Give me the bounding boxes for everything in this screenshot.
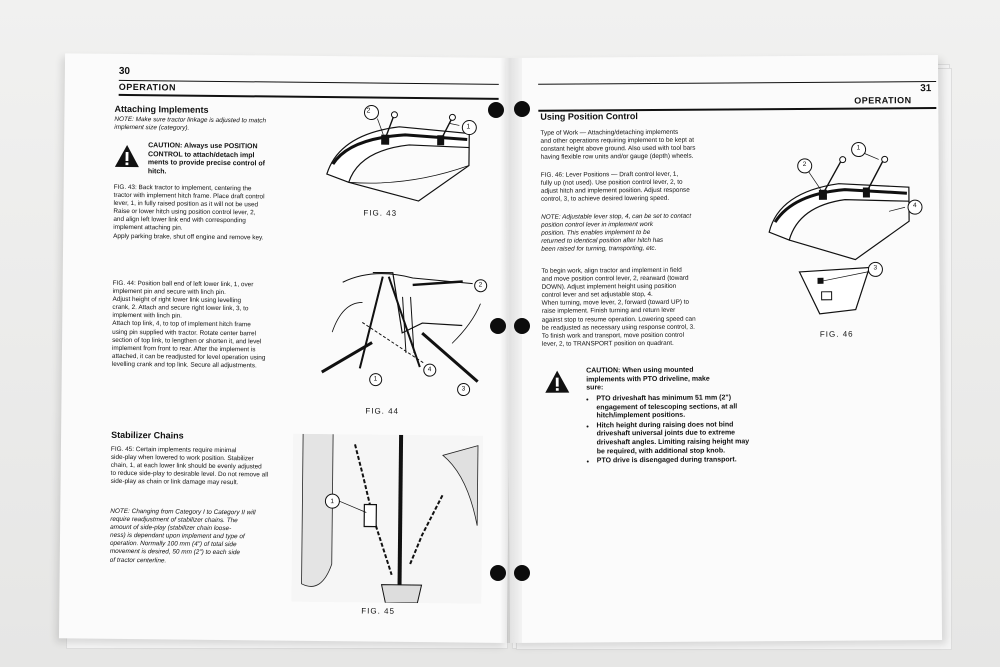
binding-hole bbox=[490, 318, 506, 334]
heading-using-position-control: Using Position Control bbox=[540, 111, 638, 122]
binding-hole bbox=[488, 102, 504, 118]
header-rule-thick bbox=[118, 93, 499, 100]
list-item: Hitch height during raising does not bin… bbox=[597, 421, 757, 456]
fig43-callout-1: 1 bbox=[466, 123, 471, 131]
list-item: PTO drive is disengaged during transport… bbox=[597, 456, 757, 466]
left-page: 30 OPERATION Attaching Implements NOTE: … bbox=[58, 53, 514, 643]
binding-hole bbox=[490, 565, 506, 581]
fig46-callout-3: 3 bbox=[873, 264, 878, 272]
fig44-callout-2: 2 bbox=[478, 281, 483, 289]
caution-position-control: CAUTION: Always use POSITION CONTROL to … bbox=[147, 142, 266, 176]
fig43-paragraph: FIG. 43: Back tractor to implement, cent… bbox=[113, 183, 265, 241]
fig44-caption: FIG. 44 bbox=[365, 406, 400, 416]
fig44-callout-1: 1 bbox=[373, 375, 378, 383]
caution-pto-driveline: CAUTION: When using mounted implements w… bbox=[586, 366, 710, 392]
heading-stabilizer-chains: Stabilizer Chains bbox=[111, 429, 184, 441]
stabilizer-note: NOTE: Changing from Category I to Catego… bbox=[109, 507, 256, 564]
binding-hole bbox=[514, 318, 530, 334]
type-of-work-paragraph: Type of Work — Attaching/detaching imple… bbox=[540, 128, 696, 162]
section-title: OPERATION bbox=[854, 95, 912, 106]
fig46-caption: FIG. 46 bbox=[819, 329, 854, 339]
fig43-illustration bbox=[326, 105, 477, 202]
begin-work-paragraph: To begin work, align tractor and impleme… bbox=[541, 266, 696, 348]
fig46-illustration bbox=[768, 142, 923, 315]
warning-triangle-icon bbox=[114, 144, 140, 173]
fig46-callout-4: 4 bbox=[912, 202, 917, 210]
page-number: 30 bbox=[118, 65, 131, 78]
heading-attaching-implements: Attaching Implements bbox=[114, 103, 209, 115]
fig45-caption: FIG. 45 bbox=[361, 606, 395, 616]
fig45-paragraph: FIG. 45: Certain implements require mini… bbox=[110, 445, 269, 487]
warning-triangle-icon bbox=[544, 370, 570, 399]
attaching-note: NOTE: Make sure tractor linkage is adjus… bbox=[114, 115, 267, 132]
adjustable-stop-note: NOTE: Adjustable lever stop, 4, can be s… bbox=[541, 212, 692, 254]
fig44-illustration bbox=[321, 271, 488, 397]
fig46-callout-2: 2 bbox=[802, 160, 807, 168]
fig43-caption: FIG. 43 bbox=[363, 208, 398, 218]
fig45-callout-1: 1 bbox=[330, 498, 335, 506]
fig44-callout-4: 4 bbox=[427, 366, 432, 374]
book-gutter-shadow bbox=[500, 58, 522, 643]
fig44-callout-3: 3 bbox=[461, 385, 466, 393]
section-title: OPERATION bbox=[118, 81, 177, 93]
fig43-callout-2: 2 bbox=[366, 107, 371, 115]
right-page: 31 OPERATION Using Position Control Type… bbox=[505, 54, 943, 643]
fig46-paragraph: FIG. 46: Lever Positions — Draft control… bbox=[540, 170, 690, 204]
binding-hole bbox=[514, 565, 530, 581]
fig46-callout-1: 1 bbox=[856, 144, 861, 152]
fig44-paragraph: FIG. 44: Position ball end of left lower… bbox=[111, 279, 266, 370]
fig45-illustration bbox=[291, 433, 484, 604]
list-item: PTO driveshaft has minimum 51 mm (2") en… bbox=[596, 394, 756, 421]
header-rule bbox=[538, 81, 937, 85]
page-number: 31 bbox=[920, 83, 932, 95]
binding-hole bbox=[514, 101, 530, 117]
pto-caution-list: PTO driveshaft has minimum 51 mm (2") en… bbox=[586, 394, 756, 467]
